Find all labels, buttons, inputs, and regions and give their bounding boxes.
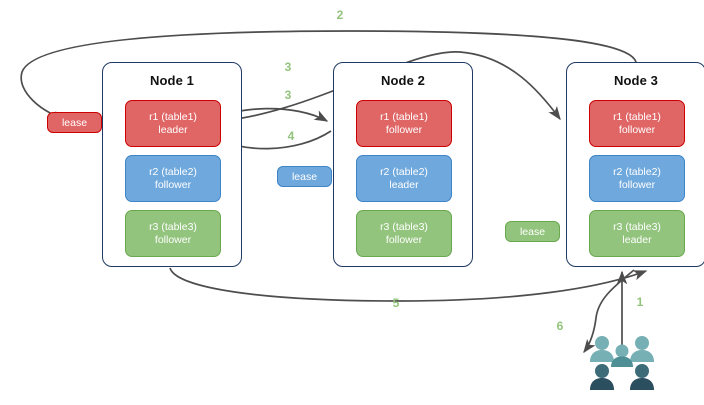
replica-role: follower bbox=[618, 178, 656, 191]
step-label-3a: 3 bbox=[284, 60, 292, 74]
replica-role: follower bbox=[385, 233, 423, 246]
replica-role: follower bbox=[385, 123, 423, 136]
node-3-replica-r1[interactable]: r1 (table1) follower bbox=[589, 100, 685, 147]
node-1-replica-r1[interactable]: r1 (table1) leader bbox=[125, 100, 221, 147]
node-2-container[interactable]: Node 2 r1 (table1) follower r2 (table2) … bbox=[333, 62, 473, 267]
replica-name: r1 (table1) bbox=[149, 110, 197, 123]
replica-name: r3 (table3) bbox=[149, 220, 197, 233]
node-2-replica-r2[interactable]: r2 (table2) leader bbox=[356, 155, 452, 202]
lease-chip-r1[interactable]: lease bbox=[47, 112, 102, 133]
node-1-container[interactable]: Node 1 r1 (table1) leader r2 (table2) fo… bbox=[102, 62, 242, 267]
node-3-container[interactable]: Node 3 r1 (table1) follower r2 (table2) … bbox=[566, 62, 704, 267]
replica-name: r2 (table2) bbox=[149, 165, 197, 178]
node-3-title: Node 3 bbox=[614, 73, 658, 88]
node-1-replica-r3[interactable]: r3 (table3) follower bbox=[125, 210, 221, 257]
step-label-4: 4 bbox=[287, 129, 295, 143]
node-2-title: Node 2 bbox=[381, 73, 425, 88]
node-2-replica-r3[interactable]: r3 (table3) follower bbox=[356, 210, 452, 257]
replica-role: leader bbox=[158, 123, 188, 136]
replica-role: leader bbox=[622, 233, 652, 246]
node-1-title: Node 1 bbox=[150, 73, 194, 88]
node-3-replica-r3[interactable]: r3 (table3) leader bbox=[589, 210, 685, 257]
step-label-3b: 3 bbox=[284, 88, 292, 102]
replica-name: r1 (table1) bbox=[613, 110, 661, 123]
lease-chip-r3[interactable]: lease bbox=[505, 221, 560, 242]
replica-name: r2 (table2) bbox=[613, 165, 661, 178]
node-2-replica-r1[interactable]: r1 (table1) follower bbox=[356, 100, 452, 147]
replica-role: leader bbox=[389, 178, 419, 191]
replica-name: r1 (table1) bbox=[380, 110, 428, 123]
node-1-replica-r2[interactable]: r2 (table2) follower bbox=[125, 155, 221, 202]
replica-role: follower bbox=[154, 178, 192, 191]
replica-role: follower bbox=[618, 123, 656, 136]
replica-role: follower bbox=[154, 233, 192, 246]
replica-name: r2 (table2) bbox=[380, 165, 428, 178]
step-label-6: 6 bbox=[556, 319, 564, 333]
step-label-1: 1 bbox=[636, 295, 644, 309]
node-3-replica-r2[interactable]: r2 (table2) follower bbox=[589, 155, 685, 202]
replica-name: r3 (table3) bbox=[380, 220, 428, 233]
arrow-step-5 bbox=[169, 267, 648, 302]
lease-chip-r2[interactable]: lease bbox=[277, 166, 332, 187]
step-label-5: 5 bbox=[392, 296, 400, 310]
step-label-2: 2 bbox=[336, 8, 344, 22]
replica-name: r3 (table3) bbox=[613, 220, 661, 233]
people-group-icon[interactable] bbox=[588, 334, 660, 390]
